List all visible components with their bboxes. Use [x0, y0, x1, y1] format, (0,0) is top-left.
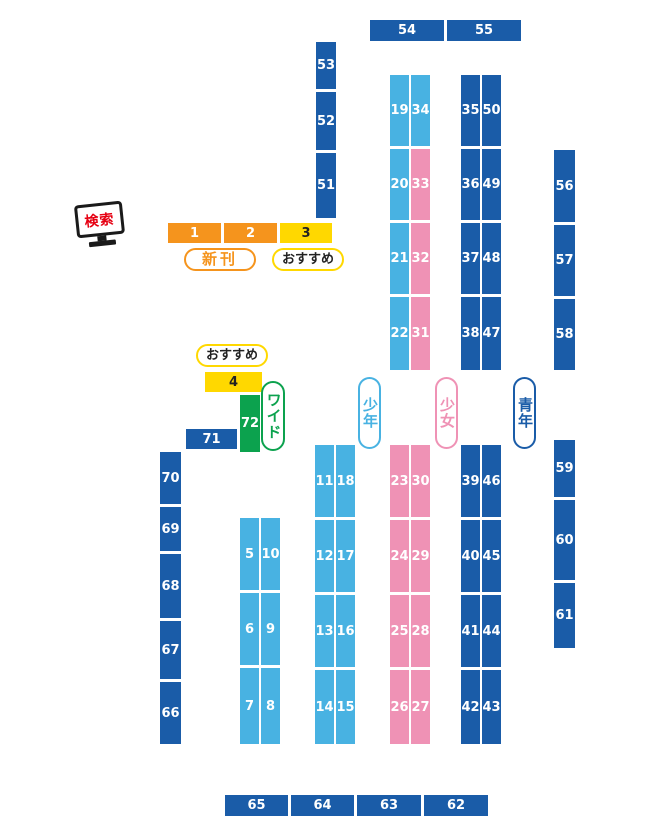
- shelf-7: 7: [240, 668, 259, 744]
- shelf-41: 41: [461, 595, 480, 667]
- shelf-23: 23: [390, 445, 409, 517]
- shelf-2: 2: [224, 223, 277, 243]
- shelf-46: 46: [482, 445, 501, 517]
- label-pill-shonen: 少年: [358, 377, 381, 449]
- shelf-66: 66: [160, 682, 181, 744]
- shelf-25: 25: [390, 595, 409, 667]
- shelf-11: 11: [315, 445, 334, 517]
- shelf-50: 50: [482, 75, 501, 146]
- label-pill-shojo: 少女: [435, 377, 458, 449]
- shelf-37: 37: [461, 223, 480, 294]
- shelf-47: 47: [482, 297, 501, 370]
- shelf-51: 51: [316, 153, 336, 218]
- shelf-55: 55: [447, 20, 521, 41]
- shelf-20: 20: [390, 149, 409, 220]
- shelf-69: 69: [160, 507, 181, 551]
- shelf-54: 54: [370, 20, 444, 41]
- shelf-42: 42: [461, 670, 480, 744]
- label-pill-wide: ワイド: [261, 381, 285, 451]
- shelf-40: 40: [461, 520, 480, 592]
- shelf-70: 70: [160, 452, 181, 504]
- shelf-14: 14: [315, 670, 334, 744]
- shelf-21: 21: [390, 223, 409, 294]
- shelf-49: 49: [482, 149, 501, 220]
- shelf-19: 19: [390, 75, 409, 146]
- shelf-1: 1: [168, 223, 221, 243]
- search-terminal: 検索: [73, 200, 126, 249]
- shelf-8: 8: [261, 668, 280, 744]
- shelf-36: 36: [461, 149, 480, 220]
- shelf-38: 38: [461, 297, 480, 370]
- shelf-59: 59: [554, 440, 575, 497]
- shelf-30: 30: [411, 445, 430, 517]
- shelf-32: 32: [411, 223, 430, 294]
- shelf-18: 18: [336, 445, 355, 517]
- shelf-5: 5: [240, 518, 259, 590]
- shelf-68: 68: [160, 554, 181, 618]
- shelf-45: 45: [482, 520, 501, 592]
- shelf-57: 57: [554, 225, 575, 296]
- shelf-39: 39: [461, 445, 480, 517]
- shelf-56: 56: [554, 150, 575, 222]
- shelf-26: 26: [390, 670, 409, 744]
- shelf-67: 67: [160, 621, 181, 679]
- shelf-15: 15: [336, 670, 355, 744]
- shelf-3: 3: [280, 223, 332, 243]
- shelf-72: 72: [240, 395, 260, 452]
- shelf-33: 33: [411, 149, 430, 220]
- shelf-43: 43: [482, 670, 501, 744]
- search-label: 検索: [83, 210, 116, 231]
- shelf-13: 13: [315, 595, 334, 667]
- shelf-16: 16: [336, 595, 355, 667]
- shelf-12: 12: [315, 520, 334, 592]
- shelf-29: 29: [411, 520, 430, 592]
- shelf-28: 28: [411, 595, 430, 667]
- shelf-35: 35: [461, 75, 480, 146]
- shelf-44: 44: [482, 595, 501, 667]
- shelf-53: 53: [316, 42, 336, 89]
- shelf-10: 10: [261, 518, 280, 590]
- search-monitor-icon: 検索: [73, 200, 126, 239]
- shelf-6: 6: [240, 593, 259, 665]
- shelf-4: 4: [205, 372, 262, 392]
- monitor-stand-base: [88, 239, 116, 248]
- shelf-27: 27: [411, 670, 430, 744]
- shelf-24: 24: [390, 520, 409, 592]
- label-pill-osusume-mid: おすすめ: [196, 344, 268, 367]
- shelf-64: 64: [291, 795, 354, 816]
- shelf-62: 62: [424, 795, 488, 816]
- shelf-22: 22: [390, 297, 409, 370]
- shelf-63: 63: [357, 795, 421, 816]
- shelf-34: 34: [411, 75, 430, 146]
- shelf-61: 61: [554, 583, 575, 648]
- shelf-58: 58: [554, 299, 575, 370]
- label-pill-seinen: 青年: [513, 377, 536, 449]
- shelf-17: 17: [336, 520, 355, 592]
- shelf-31: 31: [411, 297, 430, 370]
- shelf-65: 65: [225, 795, 288, 816]
- shelf-52: 52: [316, 92, 336, 150]
- shelf-9: 9: [261, 593, 280, 665]
- shelf-60: 60: [554, 500, 575, 580]
- shelf-71: 71: [186, 429, 237, 449]
- label-pill-osusume-top: おすすめ: [272, 248, 344, 271]
- label-pill-shinkan: 新刊: [184, 248, 256, 271]
- shelf-48: 48: [482, 223, 501, 294]
